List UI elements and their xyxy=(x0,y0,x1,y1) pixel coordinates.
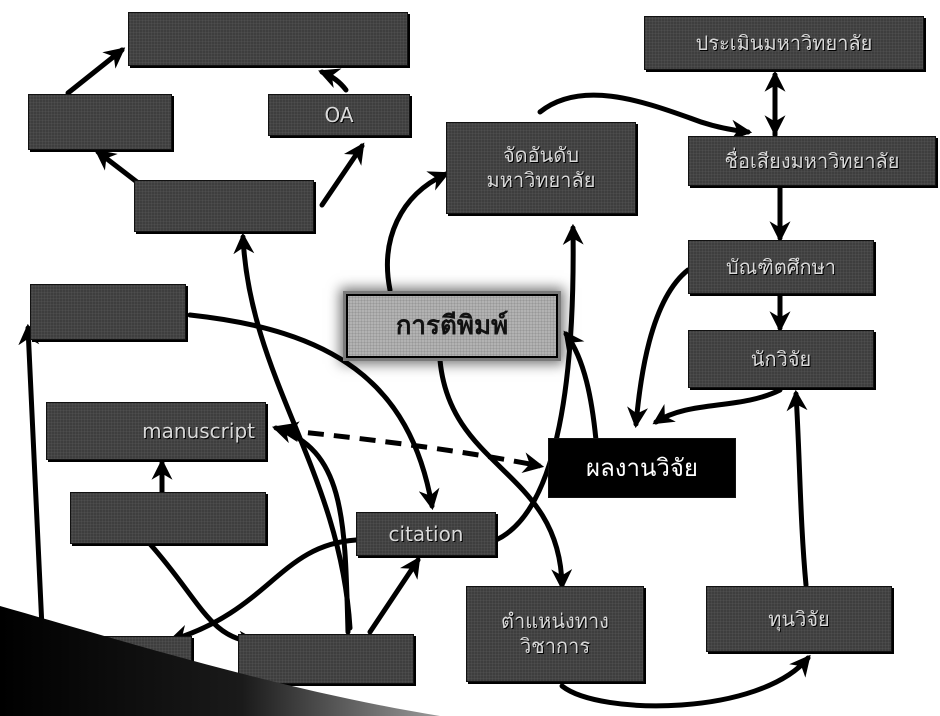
node-ranking: จัดอันดับ มหาวิทยาลัย xyxy=(446,122,636,214)
arrow-oa-to-title xyxy=(318,68,349,93)
node-researcher: นักวิจัย xyxy=(688,330,874,388)
node-ranking-line2: มหาวิทยาลัย xyxy=(486,168,596,192)
node-academic-line1: ตำแหน่งทาง xyxy=(501,609,609,633)
node-uni-reputation: ชื่อเสียงมหาวิทยาลัย xyxy=(688,136,936,186)
node-top-left-small xyxy=(28,94,172,150)
node-uni-assessment: ประเมินมหาวิทยาลัย xyxy=(644,16,924,70)
node-funding: ทุนวิจัย xyxy=(706,586,892,652)
arrow-bottom2-to-manuscript xyxy=(271,423,351,635)
node-research-output-label: ผลงานวิจัย xyxy=(586,454,698,482)
node-oa-label: OA xyxy=(324,102,354,127)
node-citation-label: citation xyxy=(388,521,464,546)
node-manuscript: manuscript xyxy=(46,402,266,460)
arrow-funding-to-researcher xyxy=(786,389,809,588)
node-uni-assessment-label: ประเมินมหาวิทยาลัย xyxy=(695,30,873,55)
node-bottom-left-1 xyxy=(46,636,192,682)
node-left-topic xyxy=(30,284,186,340)
arrow-citation-to-ranking xyxy=(493,223,584,543)
node-publication-label: การตีพิมพ์ xyxy=(395,310,509,341)
arrow-middle-to-left-small xyxy=(94,149,140,185)
node-researcher-label: นักวิจัย xyxy=(750,346,812,371)
node-academic-line2: วิชาการ xyxy=(519,634,591,658)
node-oa: OA xyxy=(268,94,410,136)
arrow-publication-to-ranking xyxy=(385,171,450,293)
node-manuscript-label: manuscript xyxy=(142,418,255,443)
node-ranking-line1: จัดอันดับ xyxy=(502,143,580,167)
arrow-left-small-to-title xyxy=(65,47,126,96)
node-funding-label: ทุนวิจัย xyxy=(768,606,830,631)
node-graduate-label: บัณฑิตศึกษา xyxy=(725,254,837,279)
node-graduate: บัณฑิตศึกษา xyxy=(688,240,874,294)
node-academic-position: ตำแหน่งทาง วิชาการ xyxy=(466,586,644,682)
node-bottom-left-2 xyxy=(238,634,414,684)
arrow-middle-to-oa xyxy=(319,142,365,208)
arrow-citation-to-bottom1 xyxy=(167,537,359,646)
arrow-researcher-to-research xyxy=(652,387,783,425)
node-top-title xyxy=(128,12,408,66)
node-middle-left xyxy=(134,180,314,232)
node-publication: การตีพิมพ์ xyxy=(346,294,558,358)
node-research-output: ผลงานวิจัย xyxy=(548,438,736,498)
dashed-link-manuscript-research xyxy=(277,421,545,474)
arrow-graduate-to-research xyxy=(627,267,691,429)
arrow-bottom2-to-citation xyxy=(367,556,421,635)
arrow-academic-to-funding xyxy=(559,654,811,709)
node-left-lower xyxy=(70,492,266,544)
node-uni-reputation-label: ชื่อเสียงมหาวิทยาลัย xyxy=(724,148,900,173)
arrow-ranking-to-reputation xyxy=(537,92,753,141)
node-citation: citation xyxy=(356,512,496,556)
arrow-bottom1-to-left-topic xyxy=(18,323,45,631)
arrow-research-to-publication xyxy=(563,330,599,443)
